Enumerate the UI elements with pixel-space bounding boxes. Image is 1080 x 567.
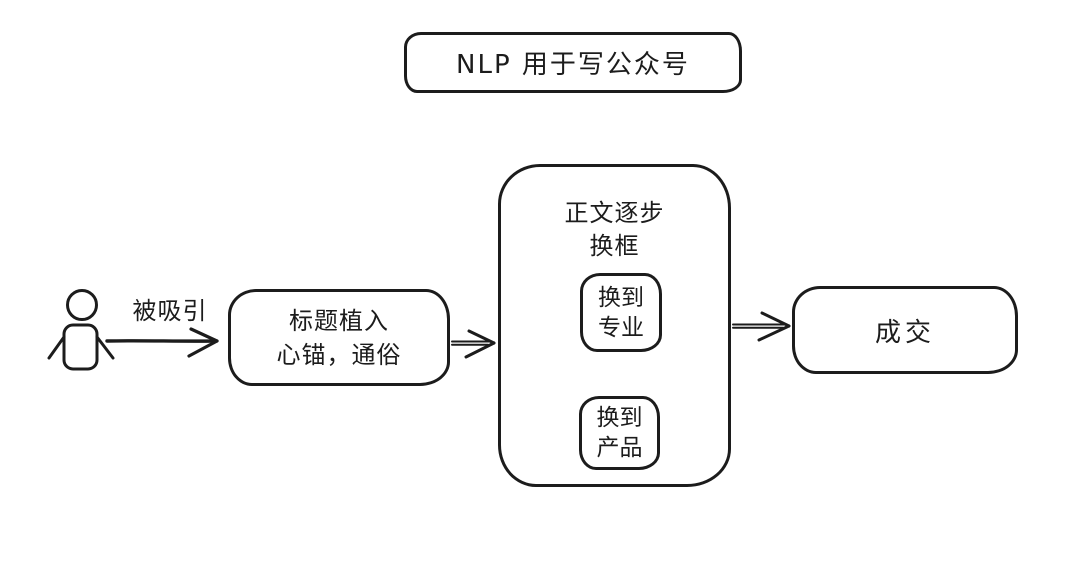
switch-product-line1: 换到: [596, 405, 643, 431]
deal-box-label: 成交: [874, 317, 935, 348]
arrow-body-to-deal: [732, 311, 791, 342]
arrow-hook-to-body: [451, 329, 496, 359]
attract-arrow-label: 被吸引: [132, 297, 208, 325]
node-switch-product: 换到 产品: [579, 396, 660, 470]
arrow-attract: [105, 327, 219, 358]
person-icon: [47, 289, 115, 371]
switch-professional-line2: 专业: [598, 314, 644, 341]
body-box-line1: 正文逐步: [564, 199, 665, 227]
hook-box-line1: 标题植入: [289, 306, 389, 335]
hook-box-line2: 心锚，通俗: [276, 340, 402, 369]
diagram-title: NLP 用于写公众号: [456, 50, 690, 80]
node-deal-box: 成交: [792, 286, 1018, 374]
switch-product-line2: 产品: [596, 435, 643, 461]
switch-professional-line1: 换到: [598, 284, 644, 311]
node-hook-box: 标题植入 心锚，通俗: [228, 289, 450, 386]
body-box-line2: 换框: [589, 232, 640, 260]
node-switch-professional: 换到 专业: [580, 273, 662, 352]
diagram-title-box: NLP 用于写公众号: [404, 32, 742, 93]
